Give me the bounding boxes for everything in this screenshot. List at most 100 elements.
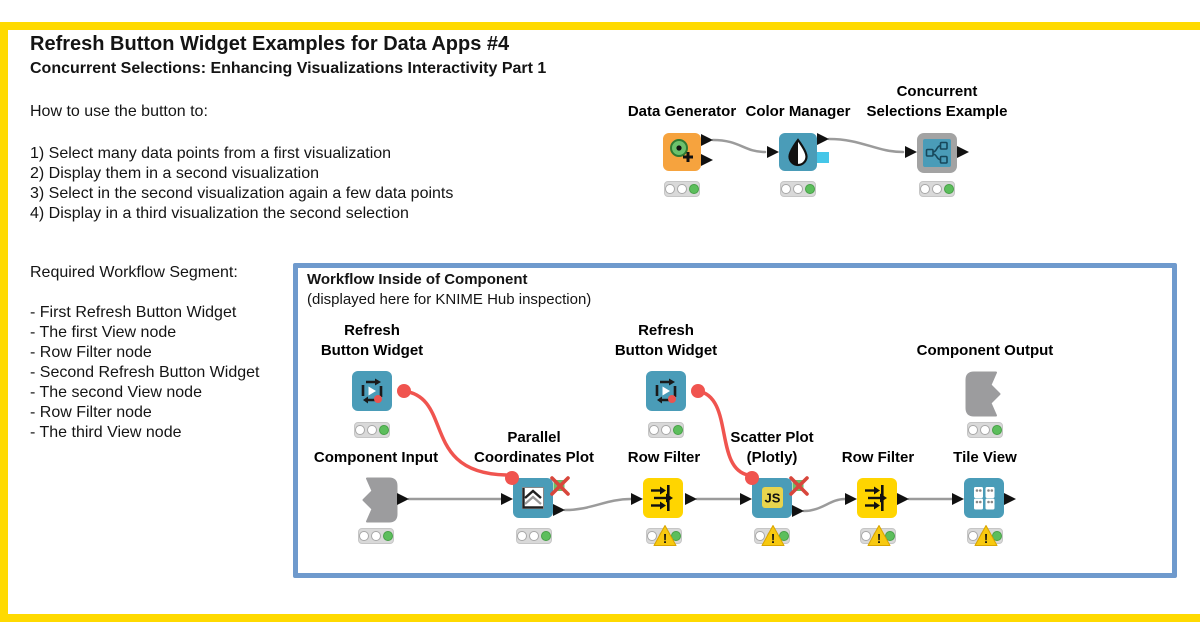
lamp-green-on — [992, 425, 1003, 435]
warning-icon: ! — [867, 525, 891, 546]
howto-step-2: 2) Display them in a second visualizatio… — [30, 165, 320, 182]
lamp-red-off — [355, 425, 365, 435]
node-color-manager[interactable] — [779, 133, 817, 171]
lamp-green-on — [689, 184, 700, 194]
page-subtitle: Concurrent Selections: Enhancing Visuali… — [30, 60, 547, 77]
lamp-red-off — [649, 425, 659, 435]
node-label-component-line1: Concurrent — [896, 83, 978, 100]
component-workflow-icon — [925, 141, 948, 164]
warning-icon: ! — [974, 525, 998, 546]
lamp-yellow-off — [529, 531, 539, 541]
lamp-green-on — [944, 184, 955, 194]
traffic-light-refresh-2 — [648, 422, 684, 438]
node-refresh-button-widget-1[interactable] — [352, 371, 392, 411]
component-box-subtitle: (displayed here for KNIME Hub inspection… — [307, 291, 592, 308]
node-component-input[interactable] — [356, 477, 398, 523]
traffic-light-component — [919, 181, 955, 197]
traffic-light-parallel-coordinates — [516, 528, 552, 544]
node-data-generator[interactable] — [663, 133, 701, 171]
parallel-coordinates-icon — [522, 487, 544, 509]
lamp-yellow-off — [980, 425, 990, 435]
node-row-filter-1[interactable] — [643, 478, 683, 518]
node-label-refresh-2-line2: Button Widget — [614, 342, 718, 359]
refresh-button-icon — [361, 378, 383, 404]
lamp-yellow-off — [677, 184, 687, 194]
node-parallel-coordinates-plot[interactable] — [513, 478, 553, 518]
node-concurrent-selections-component[interactable] — [917, 133, 957, 173]
droplet-icon — [788, 138, 808, 167]
traffic-light-row-filter-2: ! — [860, 525, 896, 546]
refresh-button-icon — [655, 378, 677, 404]
node-label-scatter-plot-line2: (Plotly) — [746, 449, 798, 466]
lamp-yellow-off — [932, 184, 942, 194]
lamp-red-off — [359, 531, 369, 541]
tile-view-icon — [974, 487, 995, 510]
warning-icon: ! — [653, 525, 677, 546]
node-label-refresh-1-line2: Button Widget — [320, 342, 424, 359]
lamp-red-off — [517, 531, 527, 541]
node-refresh-button-widget-2[interactable] — [646, 371, 686, 411]
warning-mark-text: ! — [663, 531, 667, 546]
node-label-data-generator: Data Generator — [627, 103, 737, 120]
row-filter-icon — [865, 485, 887, 511]
warning-mark-text: ! — [984, 531, 988, 546]
traffic-light-data-generator — [664, 181, 700, 197]
lamp-red-off — [647, 531, 657, 541]
lamp-red-off — [861, 531, 871, 541]
node-label-refresh-1-line1: Refresh — [344, 322, 400, 339]
node-component-output[interactable] — [965, 371, 1007, 417]
lamp-green-on — [805, 184, 816, 194]
lamp-red-off — [968, 425, 978, 435]
traffic-light-scatter-plot: ! — [754, 525, 790, 546]
data-generator-icon — [670, 139, 693, 162]
node-label-tile-view: Tile View — [953, 449, 1017, 466]
traffic-light-row-filter-1: ! — [646, 525, 682, 546]
requirement-item: - The second View node — [30, 384, 202, 401]
lamp-green-on — [673, 425, 684, 435]
traffic-light-color-manager — [780, 181, 816, 197]
lamp-red-off — [968, 531, 978, 541]
warning-icon: ! — [761, 525, 785, 546]
node-label-scatter-plot-line1: Scatter Plot — [730, 429, 814, 446]
lamp-green-on — [383, 531, 394, 541]
node-scatter-plot-plotly[interactable]: JS — [752, 478, 792, 518]
requirement-item: - Row Filter node — [30, 404, 152, 421]
component-box-title: Workflow Inside of Component — [307, 271, 528, 288]
traffic-light-refresh-1 — [354, 422, 390, 438]
node-label-color-manager: Color Manager — [745, 103, 851, 120]
traffic-light-tile-view: ! — [967, 525, 1003, 546]
requirement-item: - The third View node — [30, 424, 182, 441]
traffic-light-component-output — [967, 422, 1003, 438]
warning-mark-text: ! — [771, 531, 775, 546]
node-label-row-filter-1: Row Filter — [627, 449, 701, 466]
lamp-green-on — [379, 425, 390, 435]
node-label-component-line2: Selections Example — [866, 103, 1008, 120]
traffic-light-component-input — [358, 528, 394, 544]
requirement-item: - The first View node — [30, 324, 177, 341]
component-inner-tile — [923, 139, 951, 167]
howto-step-4: 4) Display in a third visualization the … — [30, 205, 409, 222]
node-label-parallel-coordinates-line1: Parallel — [507, 429, 561, 446]
requirement-item: - First Refresh Button Widget — [30, 304, 237, 321]
lamp-green-on — [992, 531, 1003, 541]
requirement-item: - Row Filter node — [30, 344, 152, 361]
lamp-green-on — [885, 531, 896, 541]
howto-heading: How to use the button to: — [30, 103, 208, 120]
lamp-yellow-off — [367, 425, 377, 435]
lamp-red-off — [665, 184, 675, 194]
lamp-green-on — [671, 531, 682, 541]
node-label-refresh-2-line1: Refresh — [638, 322, 694, 339]
node-row-filter-2[interactable] — [857, 478, 897, 518]
requirements-heading: Required Workflow Segment: — [30, 264, 238, 281]
node-label-row-filter-2: Row Filter — [841, 449, 915, 466]
warning-mark-text: ! — [877, 531, 881, 546]
node-tile-view[interactable] — [964, 478, 1004, 518]
page-title: Refresh Button Widget Examples for Data … — [30, 33, 510, 55]
lamp-yellow-off — [371, 531, 381, 541]
component-input-shape — [362, 477, 398, 523]
component-output-shape — [965, 371, 1001, 417]
row-filter-icon — [651, 485, 673, 511]
component-workflow-box — [293, 263, 1177, 578]
requirement-item: - Second Refresh Button Widget — [30, 364, 260, 381]
